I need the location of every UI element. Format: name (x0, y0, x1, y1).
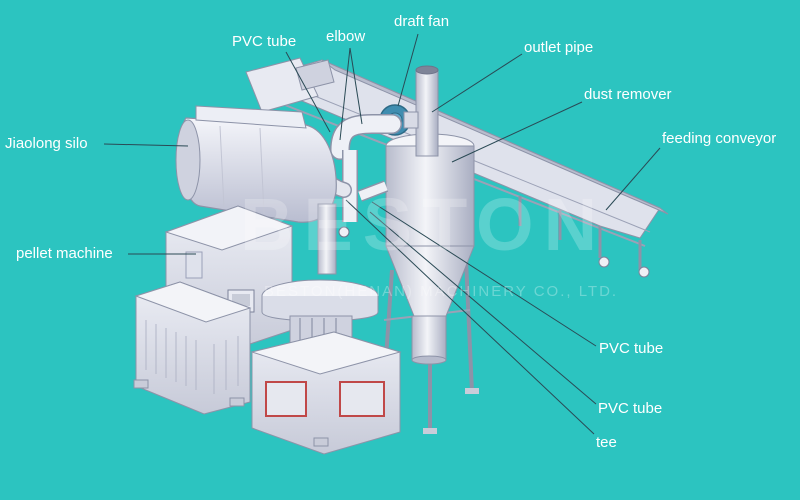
leader-jiaolong-silo (103, 143, 189, 147)
label-pvc-tube-right-2: PVC tube (598, 400, 663, 417)
label-draft-fan: draft fan (394, 13, 450, 30)
label-dust-remover: dust remover (584, 86, 672, 103)
leader-feeding-conveyor (605, 147, 661, 211)
label-tee: tee (596, 434, 617, 451)
leader-dust-remover (451, 101, 583, 163)
leader-draft-fan (397, 33, 419, 107)
watermark-brand: BESTON (240, 183, 608, 266)
gearbox-housing (250, 331, 402, 455)
watermark-subtitle: BESTON(HENAN) MACHINERY CO., LTD. (264, 283, 619, 300)
leader-elbow-a (339, 47, 351, 141)
label-outlet-pipe: outlet pipe (524, 39, 594, 56)
label-pvc-tube-top: PVC tube (232, 33, 297, 50)
leader-pvc-tube-right-2 (369, 211, 597, 405)
leader-pvc-tube-top (285, 51, 331, 133)
label-jiaolong-silo: Jiaolong silo (5, 135, 88, 152)
label-pellet-machine: pellet machine (16, 245, 113, 262)
label-elbow: elbow (326, 28, 366, 45)
pellet-machine-base (133, 281, 252, 415)
outlet-pipe (415, 65, 439, 157)
jiaolong-silo (175, 105, 350, 275)
leader-elbow-b (349, 47, 363, 125)
leader-tee (345, 199, 595, 435)
leader-pvc-tube-right-1 (371, 201, 597, 347)
label-feeding-conveyor: feeding conveyor (662, 130, 777, 147)
leader-lines (103, 33, 661, 435)
leader-outlet-pipe (431, 53, 523, 113)
label-pvc-tube-right-1: PVC tube (599, 340, 664, 357)
